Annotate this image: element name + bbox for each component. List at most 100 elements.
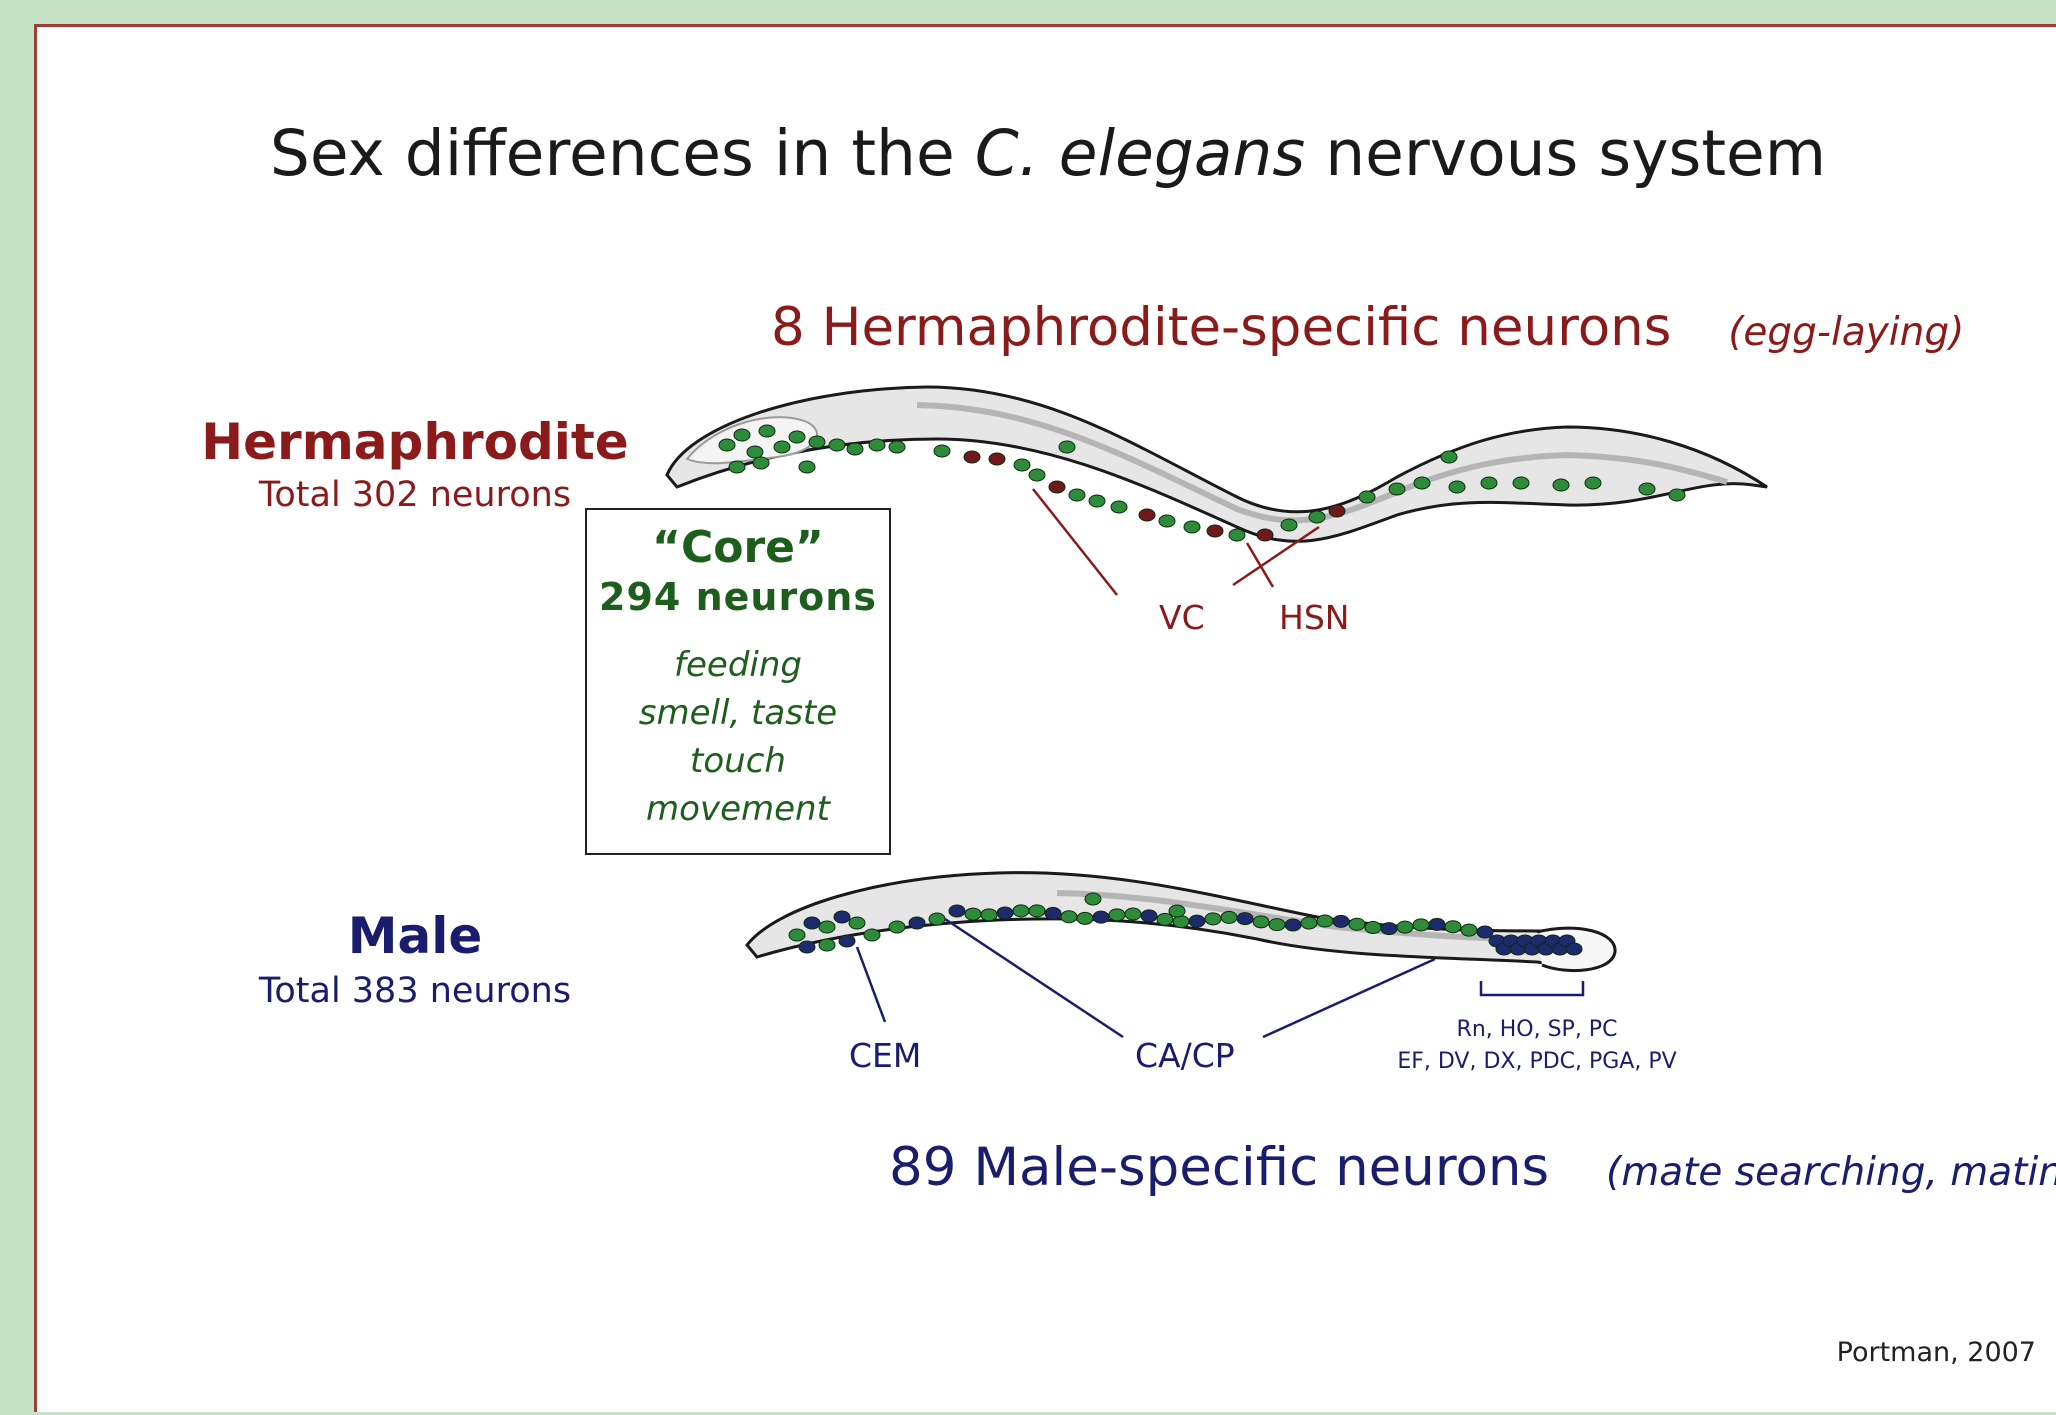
neuron-dot — [799, 941, 815, 953]
neuron-dot — [799, 461, 815, 473]
neuron-dot — [1553, 479, 1569, 491]
neuron-dot — [1169, 905, 1185, 917]
neuron-dot — [1013, 905, 1029, 917]
neuron-dot — [965, 908, 981, 920]
neuron-dot — [1381, 923, 1397, 935]
neuron-dot — [719, 439, 735, 451]
neuron-dot — [1029, 469, 1045, 481]
neuron-dot — [1077, 912, 1093, 924]
neuron-dot — [1639, 483, 1655, 495]
neuron-dot — [1461, 924, 1477, 936]
neuron-dot — [964, 451, 980, 463]
neuron-dot — [1397, 921, 1413, 933]
neuron-dot — [834, 911, 850, 923]
neuron-dot — [1229, 529, 1245, 541]
neuron-dot — [1049, 481, 1065, 493]
neuron-dot — [1389, 483, 1405, 495]
neuron-dot — [1125, 908, 1141, 920]
neuron-dot — [747, 446, 763, 458]
neuron-dot — [809, 436, 825, 448]
vc-label: VC — [1159, 598, 1205, 637]
neuron-dot — [1513, 477, 1529, 489]
neuron-dot — [1059, 441, 1075, 453]
neuron-dot — [949, 905, 965, 917]
worm-diagram: VC HSN CEM CA/CP Rn, HO, SP, PC EF, DV, … — [37, 27, 2056, 1415]
neuron-dot — [753, 457, 769, 469]
neuron-dot — [1184, 521, 1200, 533]
neuron-dot — [1093, 911, 1109, 923]
hsn-pointer-line — [1247, 543, 1273, 587]
neuron-dot — [1566, 943, 1582, 955]
neuron-dot — [1365, 921, 1381, 933]
neuron-dot — [981, 909, 997, 921]
neuron-dot — [889, 441, 905, 453]
neuron-dot — [819, 921, 835, 933]
male-specific-heading: 89 Male-specific neurons (mate searching… — [889, 1137, 2056, 1198]
neuron-dot — [1089, 495, 1105, 507]
neuron-dot — [1061, 911, 1077, 923]
neuron-dot — [1045, 907, 1061, 919]
cem-pointer-line — [857, 947, 885, 1022]
male-specific-count: 89 — [889, 1137, 956, 1198]
neuron-dot — [1481, 477, 1497, 489]
neuron-dot — [804, 917, 820, 929]
neuron-dot — [1669, 489, 1685, 501]
neuron-dot — [1309, 511, 1325, 523]
neuron-dot — [934, 445, 950, 457]
neuron-dot — [1301, 917, 1317, 929]
neuron-dot — [1414, 477, 1430, 489]
neuron-dot — [1085, 893, 1101, 905]
neuron-dot — [1014, 459, 1030, 471]
neuron-dot — [1269, 919, 1285, 931]
neuron-dot — [1329, 505, 1345, 517]
neuron-dot — [729, 461, 745, 473]
cacp-pointer-line — [945, 919, 1123, 1037]
neuron-dot — [1585, 477, 1601, 489]
neuron-dot — [1445, 921, 1461, 933]
neuron-dot — [847, 443, 863, 455]
cem-label: CEM — [849, 1036, 921, 1075]
neuron-dot — [864, 929, 880, 941]
neuron-dot — [909, 917, 925, 929]
neuron-dot — [819, 939, 835, 951]
neuron-dot — [789, 431, 805, 443]
neuron-dot — [1173, 916, 1189, 928]
citation: Portman, 2007 — [1837, 1337, 2036, 1368]
neuron-dot — [1159, 515, 1175, 527]
neuron-dot — [1139, 509, 1155, 521]
neuron-dot — [774, 441, 790, 453]
cacp-pointer-line — [1263, 959, 1435, 1037]
neuron-dot — [1141, 910, 1157, 922]
tail-neurons-line-1: Rn, HO, SP, PC — [1457, 1017, 1618, 1042]
neuron-dot — [1109, 909, 1125, 921]
neuron-dot — [1111, 501, 1127, 513]
neuron-dot — [989, 453, 1005, 465]
neuron-dot — [789, 929, 805, 941]
neuron-dot — [1221, 911, 1237, 923]
neuron-dot — [1449, 481, 1465, 493]
neuron-dot — [869, 439, 885, 451]
neuron-dot — [1189, 915, 1205, 927]
neuron-dot — [1429, 918, 1445, 930]
tail-neurons-bracket — [1481, 981, 1583, 995]
neuron-dot — [1205, 913, 1221, 925]
male-specific-label: Male-specific neurons — [973, 1137, 1549, 1198]
neuron-dot — [759, 425, 775, 437]
neuron-dot — [889, 921, 905, 933]
neuron-dot — [1441, 451, 1457, 463]
neuron-dot — [1477, 926, 1493, 938]
cacp-label: CA/CP — [1135, 1036, 1235, 1075]
neuron-dot — [1349, 918, 1365, 930]
slide: Sex differences in the C. elegans nervou… — [34, 24, 2056, 1412]
vc-pointer-line — [1033, 489, 1117, 595]
hermaphrodite-worm-body — [667, 387, 1767, 541]
neuron-dot — [1285, 919, 1301, 931]
neuron-dot — [929, 913, 945, 925]
neuron-dot — [1257, 529, 1273, 541]
neuron-dot — [1359, 491, 1375, 503]
neuron-dot — [1253, 916, 1269, 928]
neuron-dot — [1281, 519, 1297, 531]
neuron-dot — [1029, 905, 1045, 917]
neuron-dot — [1069, 489, 1085, 501]
neuron-dot — [849, 917, 865, 929]
